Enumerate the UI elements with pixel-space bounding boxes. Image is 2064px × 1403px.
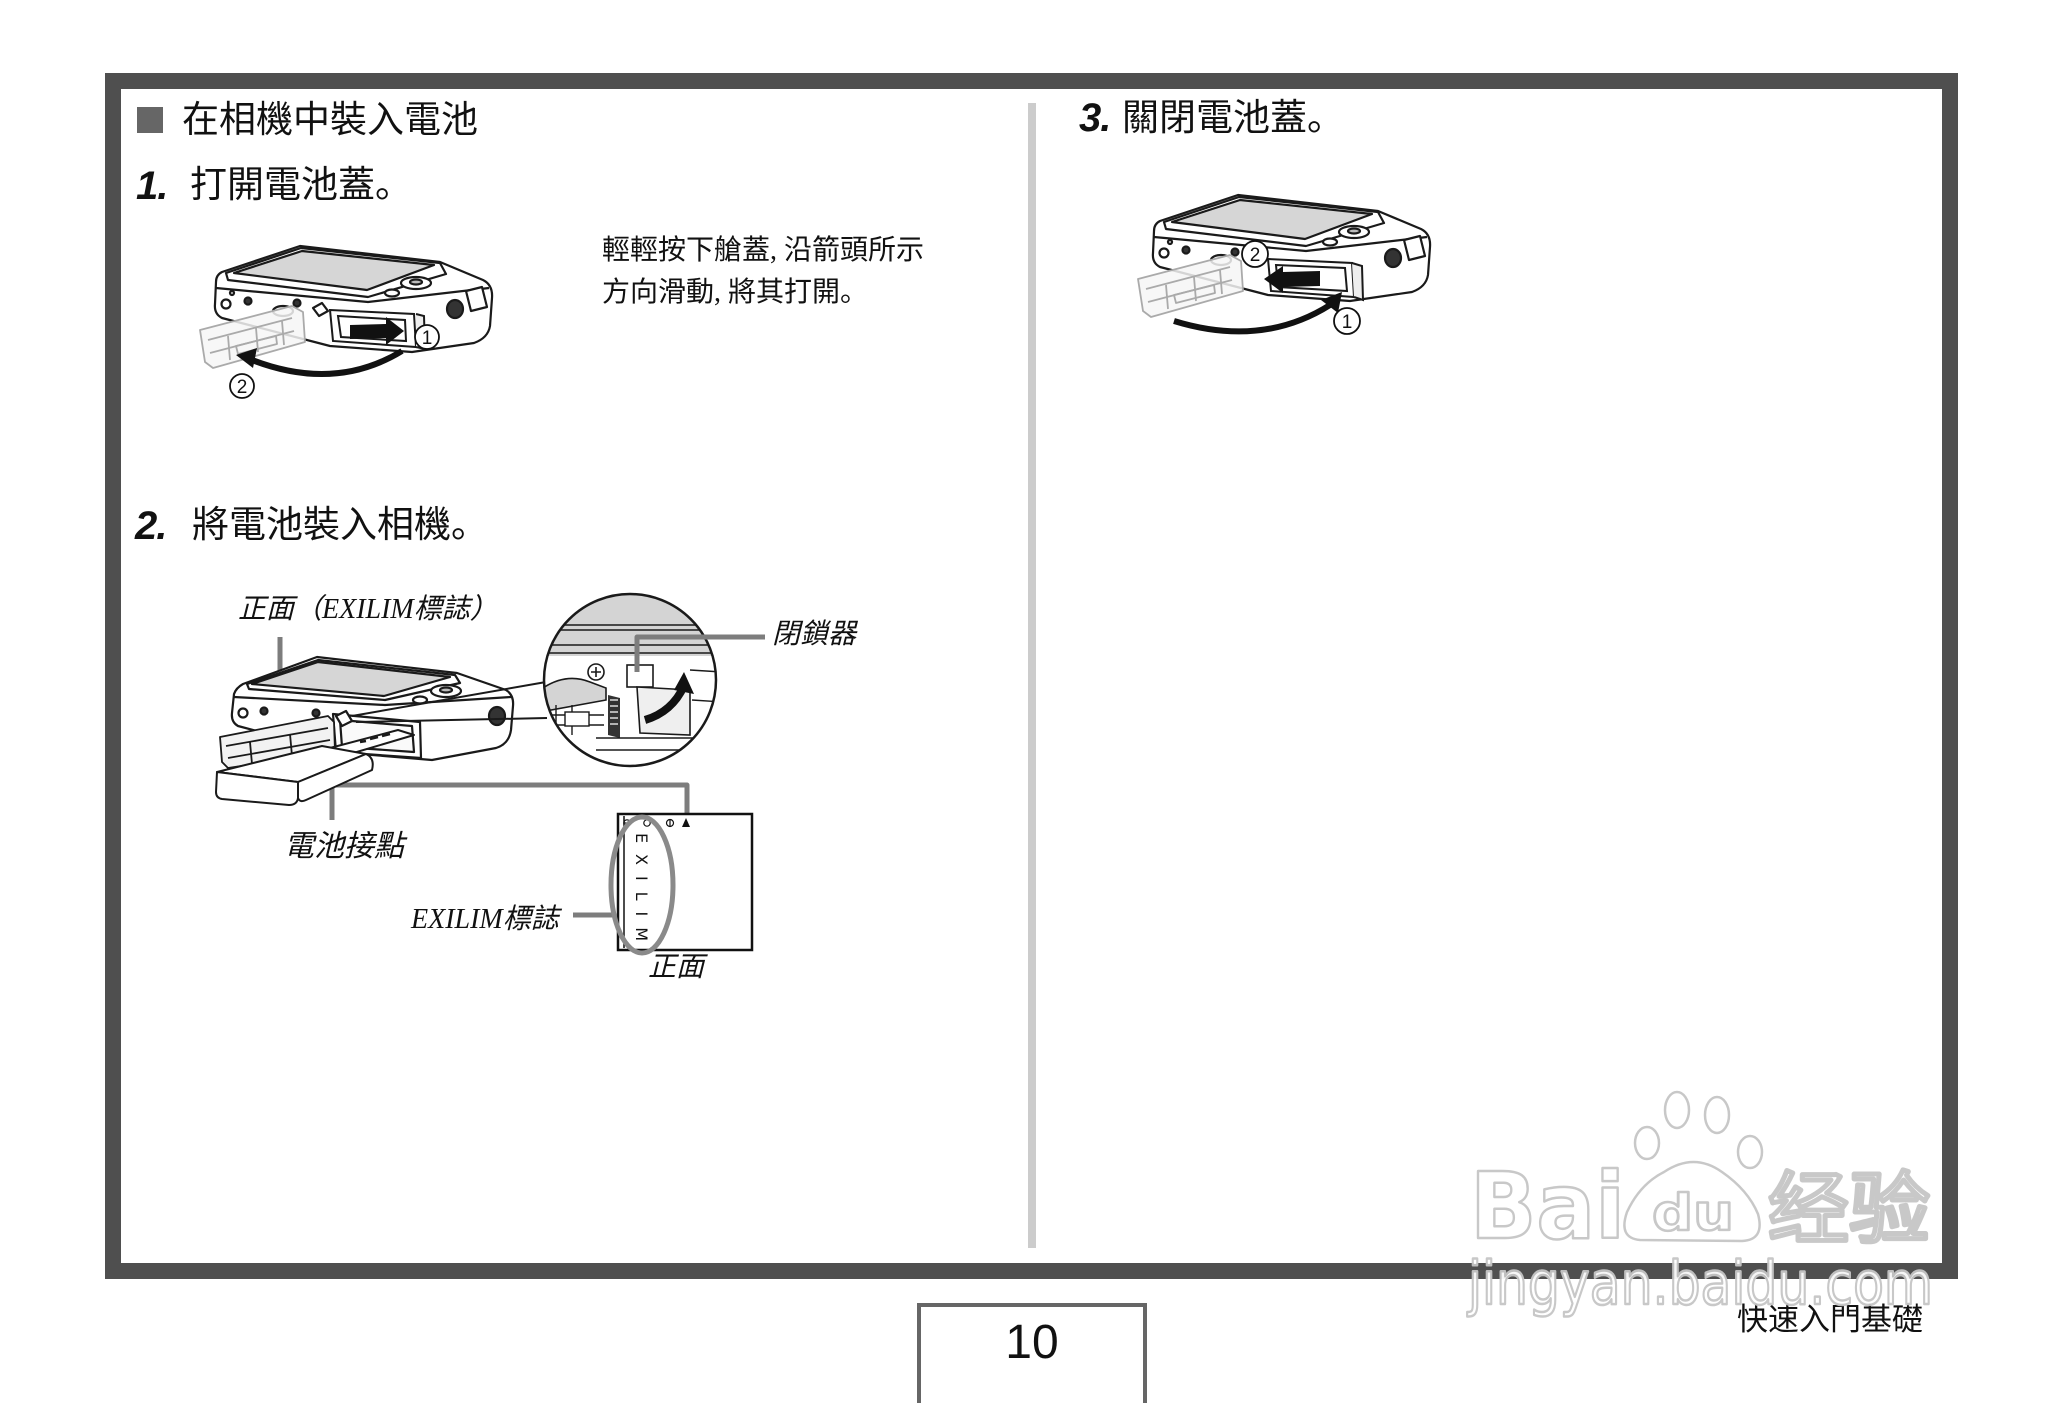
step-1-description: 輕輕按下艙蓋, 沿箭頭所示 方向滑動, 將其打開。 xyxy=(602,230,924,314)
label-latch: 閉鎖器 xyxy=(772,619,857,650)
magnifier-cone xyxy=(351,681,548,723)
logo-highlight-ellipse xyxy=(608,814,676,956)
step-1-description-line-1: 輕輕按下艙蓋, 沿箭頭所示 xyxy=(602,235,925,266)
section-title: 在相機中裝入電池 xyxy=(182,98,478,141)
svg-text:2: 2 xyxy=(237,377,248,398)
svg-text:2: 2 xyxy=(1250,245,1261,266)
step-marker-circle-1: 1 xyxy=(414,324,440,350)
step-2-illustration: EXILIM xyxy=(215,592,765,956)
section-bullet-square-icon xyxy=(137,107,163,133)
rotate-open-arrow-icon xyxy=(236,348,404,377)
camera-body xyxy=(1136,193,1432,319)
insert-direction-triangle-icon xyxy=(682,818,690,827)
step-marker-circle-2: 2 xyxy=(1241,240,1269,268)
step-3-illustration: 2 1 xyxy=(1136,193,1432,335)
camera-body xyxy=(199,244,494,369)
latch-callout-line xyxy=(634,634,765,672)
svg-text:1: 1 xyxy=(1342,312,1353,333)
label-exilim-logo: EXILIM標誌 xyxy=(411,904,559,935)
label-front: 正面 xyxy=(648,952,705,983)
magnifier-detail xyxy=(544,594,716,766)
step-3-number: 3. xyxy=(1079,96,1111,140)
rotate-close-arrow-icon xyxy=(1173,292,1342,335)
magnifier-circle xyxy=(542,592,718,768)
step-marker-circle-1: 1 xyxy=(1333,307,1361,335)
column-divider xyxy=(1028,103,1036,1248)
battery-front-view: EXILIM xyxy=(608,812,754,956)
step-1-number: 1. xyxy=(136,164,168,208)
step-marker-circle-2: 2 xyxy=(229,373,255,399)
svg-text:1: 1 xyxy=(422,328,433,349)
battery-cover-ghost xyxy=(199,305,306,369)
slide-arrow-left-icon xyxy=(1264,266,1320,293)
step-1-illustration: 1 2 xyxy=(199,244,494,399)
step-1-title: 打開電池蓋。 xyxy=(190,163,412,206)
plus-terminal-icon xyxy=(665,818,675,828)
step-2-number: 2. xyxy=(135,504,167,548)
label-battery-contacts: 電池接點 xyxy=(284,830,404,863)
step-3-title: 關閉電池蓋。 xyxy=(1122,96,1344,139)
page-frame xyxy=(105,73,1958,1279)
step-2-title: 將電池裝入相機。 xyxy=(192,503,488,546)
battery xyxy=(215,729,415,806)
page-number-box: 10 xyxy=(917,1303,1147,1403)
slide-arrow-right-icon xyxy=(350,317,404,345)
footer-section-name: 快速入門基礎 xyxy=(1737,1302,1923,1337)
step-1-description-line-2: 方向滑動, 將其打開。 xyxy=(602,277,869,308)
page-number: 10 xyxy=(1005,1316,1059,1369)
label-front-logo: 正面（EXILIM標誌） xyxy=(238,594,498,625)
